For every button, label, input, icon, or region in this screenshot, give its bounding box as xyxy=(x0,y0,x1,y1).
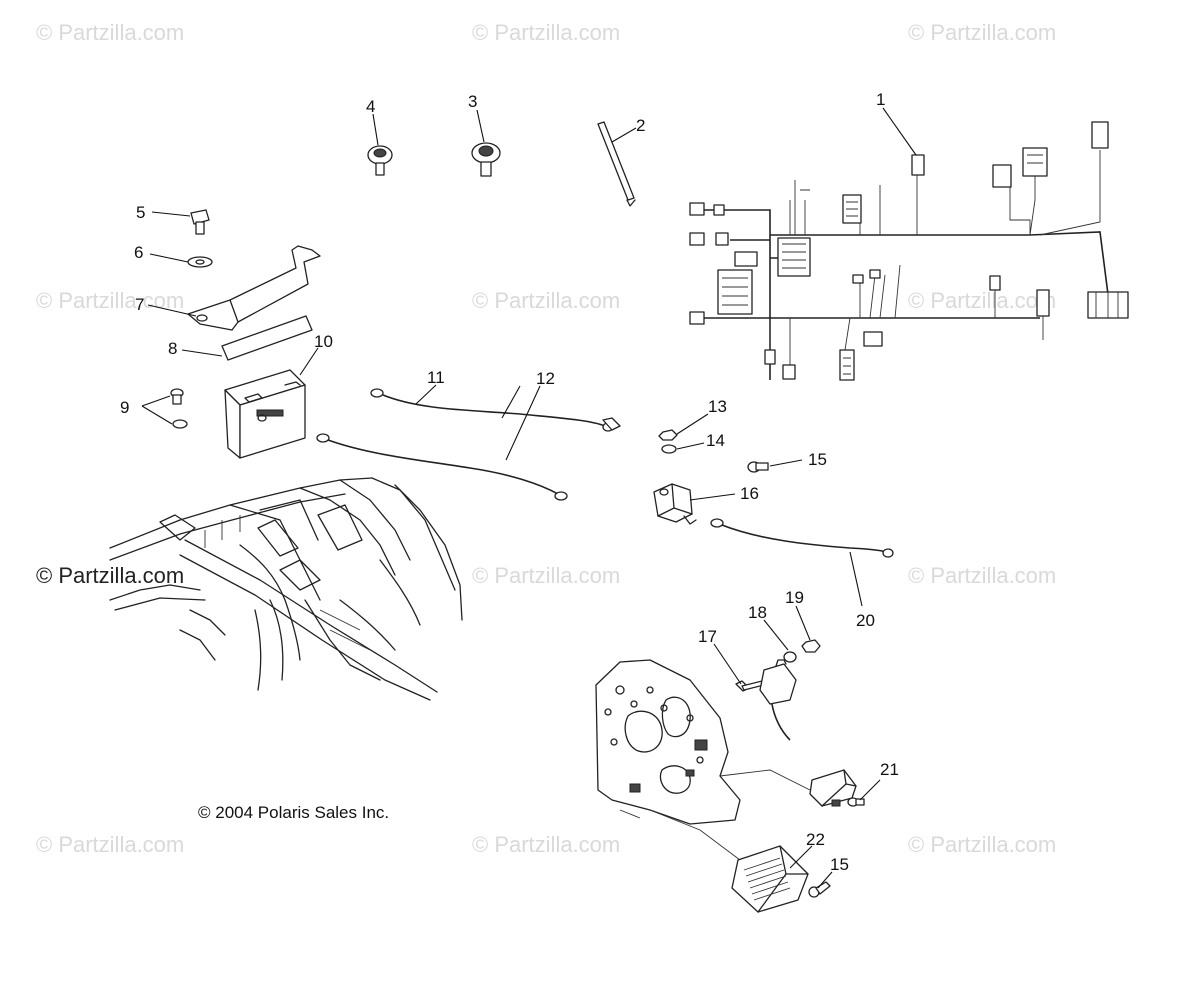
watermark: © Partzilla.com xyxy=(472,563,620,588)
watermark: © Partzilla.com xyxy=(908,563,1056,588)
part-15-screw-lower xyxy=(808,881,831,898)
callout-20: 20 xyxy=(856,611,875,630)
leader-lines xyxy=(141,107,917,889)
connector xyxy=(782,364,796,380)
callout-6: 6 xyxy=(134,243,143,262)
part-22-regulator xyxy=(731,845,809,913)
connector xyxy=(911,154,925,176)
connector xyxy=(839,349,855,381)
connector xyxy=(992,164,1012,188)
part-5-bolt xyxy=(190,209,210,235)
watermark: © Partzilla.com xyxy=(908,288,1056,313)
callout-17: 17 xyxy=(698,627,717,646)
connector xyxy=(863,331,883,347)
part-11-cable xyxy=(370,388,621,432)
watermark: © Partzilla.com xyxy=(908,20,1056,45)
connector xyxy=(869,269,881,279)
connector xyxy=(689,232,705,246)
watermark: © Partzilla.com xyxy=(36,288,184,313)
connector xyxy=(689,311,705,325)
callout-12: 12 xyxy=(536,369,555,388)
callout-1: 1 xyxy=(876,90,885,109)
part-2-rod xyxy=(597,121,636,207)
part-6-washer xyxy=(187,256,213,268)
part-21-module xyxy=(809,769,865,807)
callout-15: 15 xyxy=(808,450,827,469)
watermark: © Partzilla.com xyxy=(472,832,620,857)
part-16-solenoid xyxy=(653,483,697,525)
callout-22: 22 xyxy=(806,830,825,849)
callout-15-lower: 15 xyxy=(830,855,849,874)
mounting-panel xyxy=(595,659,811,861)
part-1-wire-harness xyxy=(689,121,1129,381)
watermark: © Partzilla.com xyxy=(36,832,184,857)
copyright-notice: © 2004 Polaris Sales Inc. xyxy=(198,803,389,822)
callout-4: 4 xyxy=(366,97,375,116)
connector xyxy=(734,251,758,267)
connector xyxy=(689,202,705,216)
connector-block xyxy=(717,269,753,315)
callout-10: 10 xyxy=(314,332,333,351)
watermark: © Partzilla.com xyxy=(36,20,184,45)
connector xyxy=(989,275,1001,291)
connector xyxy=(1022,147,1048,177)
callout-11: 11 xyxy=(427,368,445,387)
callout-19: 19 xyxy=(785,588,804,607)
partzilla-watermark: © Partzilla.com xyxy=(36,563,184,588)
callout-13: 13 xyxy=(708,397,727,416)
callout-2: 2 xyxy=(636,116,645,135)
connector xyxy=(764,349,776,365)
callout-7: 7 xyxy=(135,295,144,314)
watermark: © Partzilla.com xyxy=(472,20,620,45)
callout-5: 5 xyxy=(136,203,145,222)
part-12-cable xyxy=(316,433,568,501)
part-10-battery xyxy=(224,369,306,459)
part-8-pad xyxy=(221,315,313,361)
ignition-coil xyxy=(759,659,797,741)
callout-16: 16 xyxy=(740,484,759,503)
part-9-fastener xyxy=(170,388,188,429)
part-18-washer xyxy=(783,651,797,663)
part-15-screw xyxy=(747,461,769,473)
part-13-nut xyxy=(658,429,678,441)
callout-18: 18 xyxy=(748,603,767,622)
part-14-washer xyxy=(661,444,677,454)
callout-labels: 1 2 3 4 5 6 7 8 9 10 11 12 13 14 15 16 1… xyxy=(120,90,899,874)
part-19-nut xyxy=(801,639,821,653)
callout-9: 9 xyxy=(120,398,129,417)
connector xyxy=(1036,289,1050,317)
connector xyxy=(1091,121,1109,149)
part-4-grommet xyxy=(367,145,393,176)
frame-chassis xyxy=(109,477,463,701)
watermark-grid: © Partzilla.com © Partzilla.com © Partzi… xyxy=(36,20,1056,857)
callout-3: 3 xyxy=(468,92,477,111)
watermark: © Partzilla.com xyxy=(472,288,620,313)
callout-14: 14 xyxy=(706,431,725,450)
connector xyxy=(713,204,725,216)
watermark: © Partzilla.com xyxy=(908,832,1056,857)
connector xyxy=(852,274,864,284)
callout-8: 8 xyxy=(168,339,177,358)
callout-21: 21 xyxy=(880,760,899,779)
part-20-cable xyxy=(710,518,894,558)
connector xyxy=(715,232,729,246)
part-7-bracket xyxy=(187,245,321,331)
part-3-grommet xyxy=(471,142,501,177)
